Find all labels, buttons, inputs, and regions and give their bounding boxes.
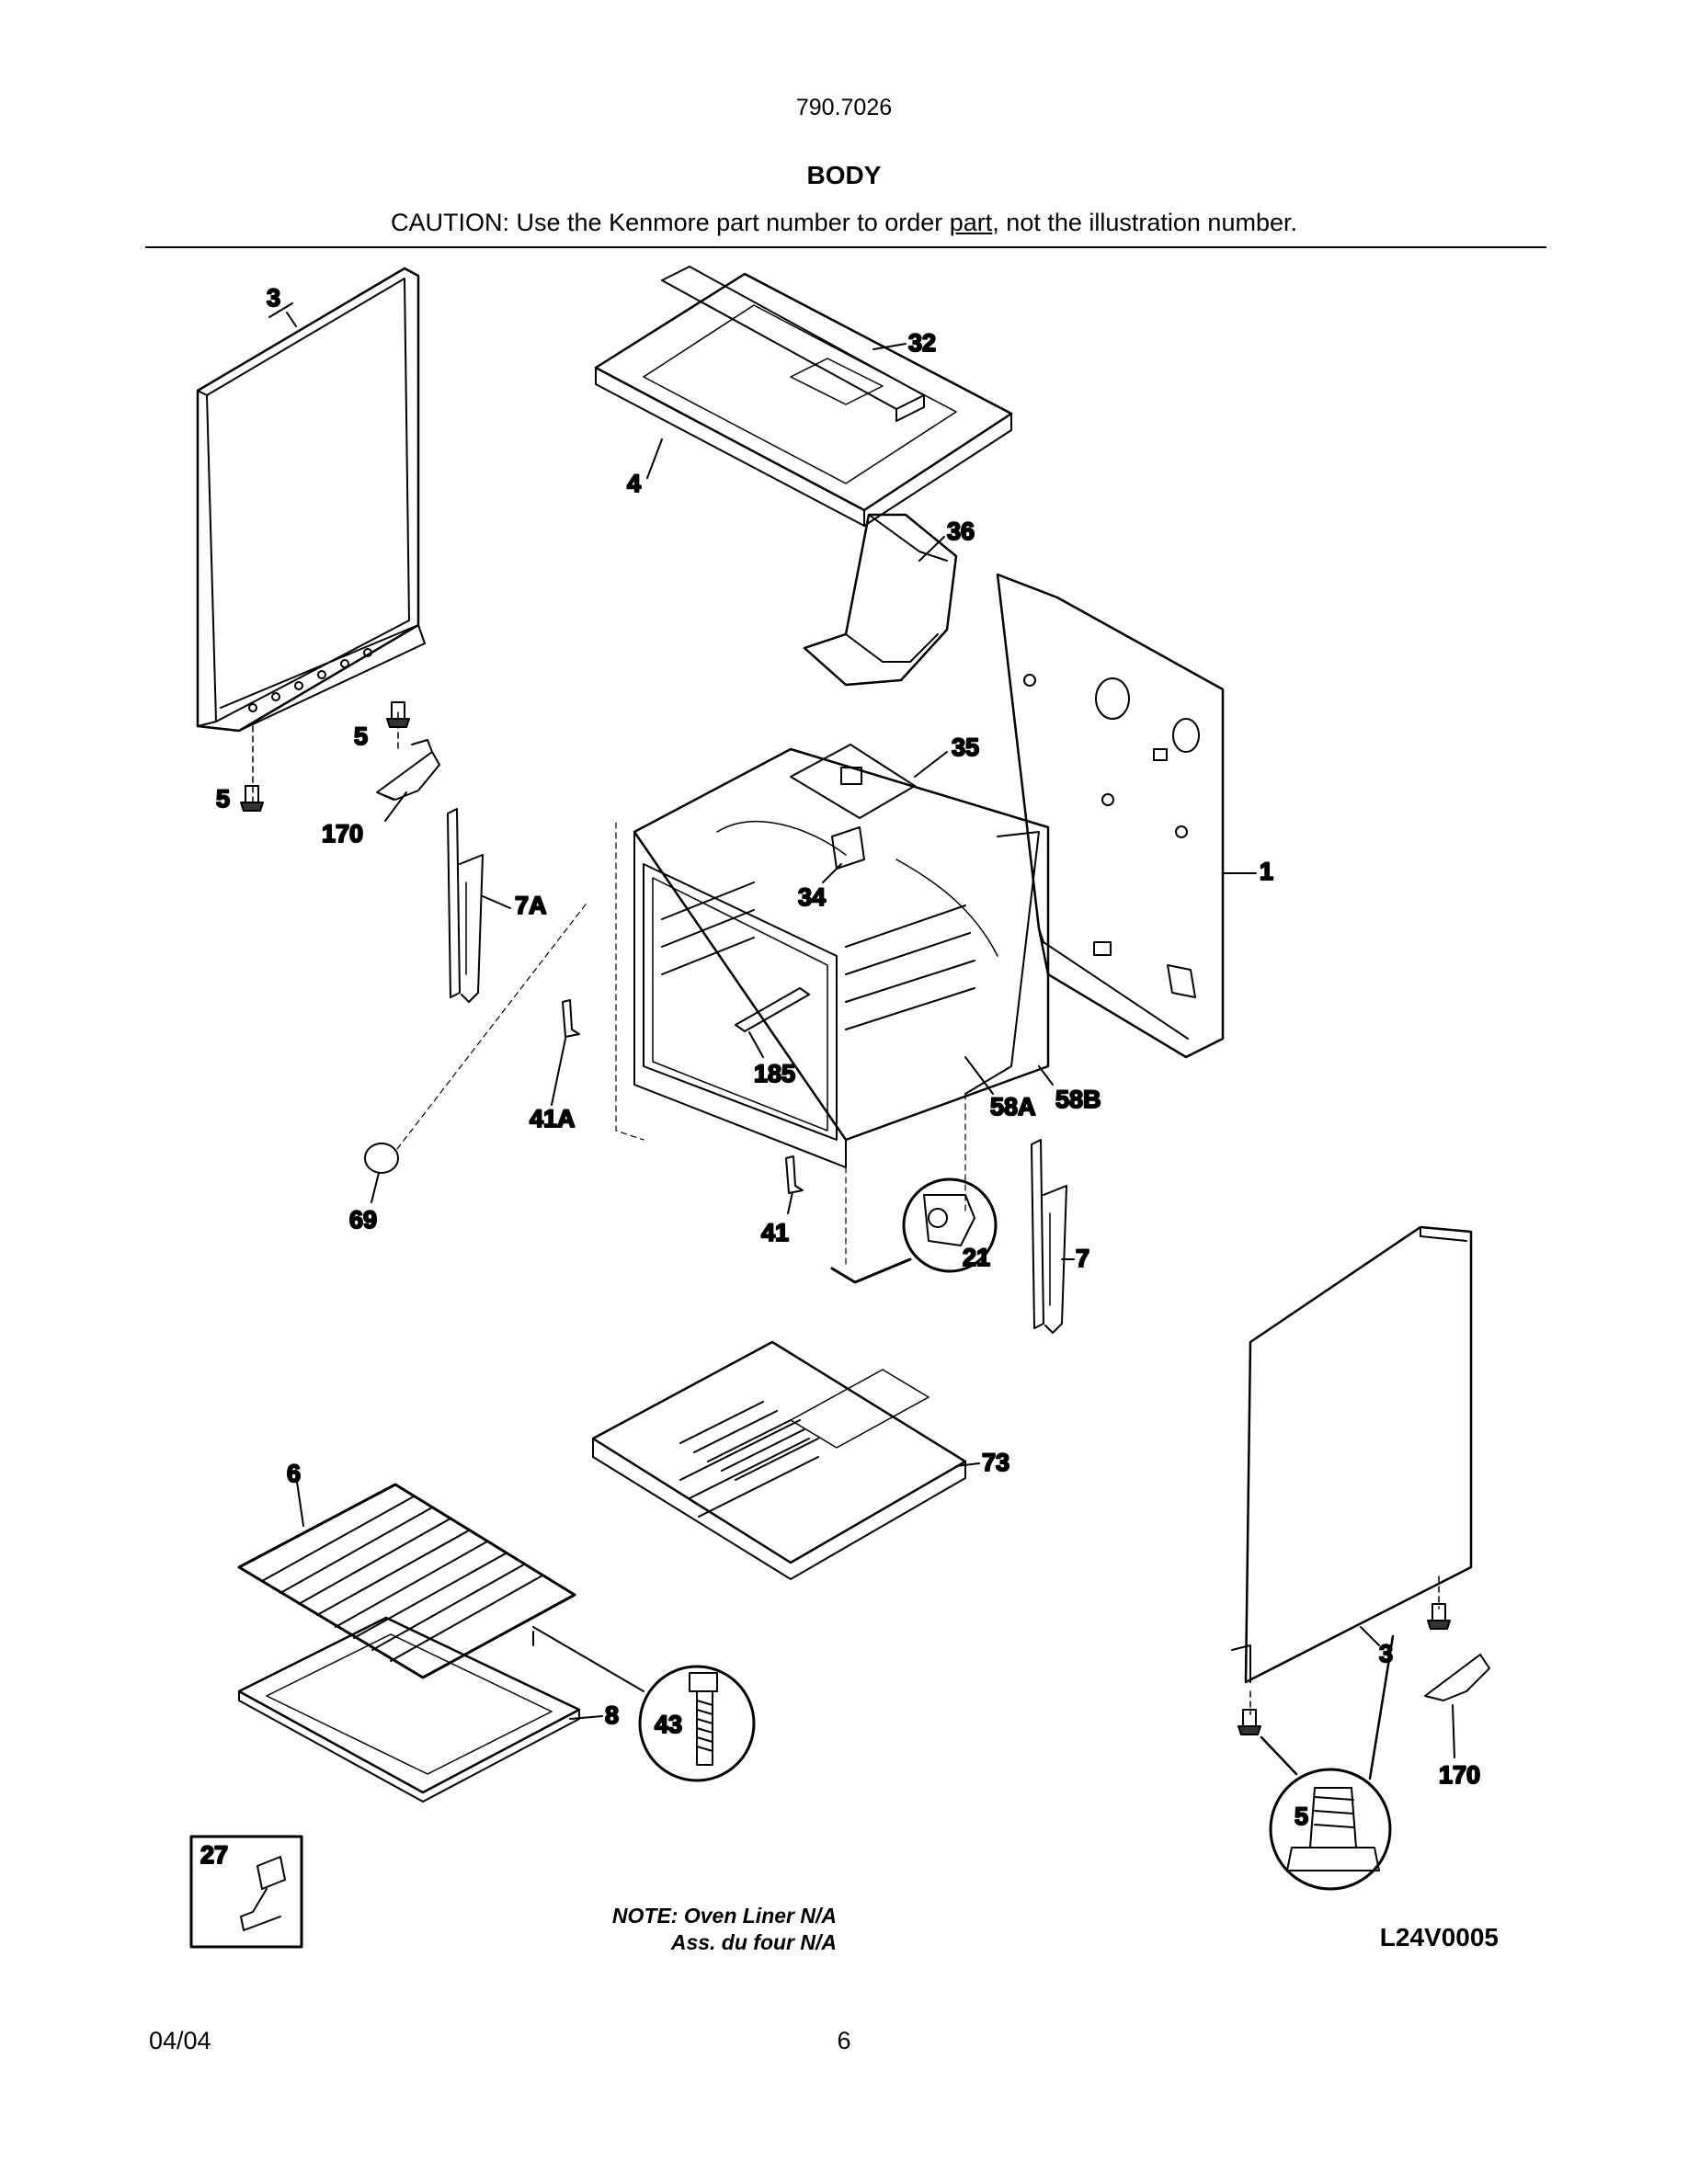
part-27-inset-box [189, 1835, 303, 1949]
oven-liner-note: NOTE: Oven Liner N/A Ass. du four N/A [552, 1903, 837, 1956]
part-32-top-brace [661, 266, 925, 422]
callout-36: 36 [947, 518, 975, 545]
callout-7: 7 [1076, 1245, 1089, 1272]
leveling-leg-left-rear [386, 701, 410, 728]
part-7A-left-hinge [447, 808, 484, 1003]
part-73-bottom-panel [591, 1340, 967, 1580]
callout-5-c: 5 [1295, 1803, 1308, 1830]
leveling-leg-right-rear [1427, 1603, 1451, 1630]
callout-170-right: 170 [1439, 1761, 1480, 1789]
caution-suffix: , not the illustration number. [992, 209, 1297, 236]
part-41A-bracket [562, 999, 580, 1038]
part-69-plug [364, 900, 589, 1174]
callout-41: 41 [761, 1219, 789, 1246]
part-6-oven-rack [237, 1483, 576, 1679]
part-8-oven-bottom [237, 1616, 581, 1803]
caution-text: CAUTION: Use the Kenmore part number to … [0, 209, 1688, 237]
part-3-right-side-panel [1231, 1225, 1473, 1715]
callout-1: 1 [1260, 858, 1273, 885]
callout-4: 4 [627, 470, 641, 497]
callout-43: 43 [655, 1711, 682, 1738]
oven-cavity [615, 747, 1050, 1269]
header-divider [145, 246, 1546, 248]
callout-3-top: 3 [267, 284, 280, 312]
callout-5-b: 5 [216, 785, 230, 813]
caution-prefix: CAUTION: Use the Kenmore part number to … [391, 209, 950, 236]
model-number: 790.7026 [795, 95, 893, 120]
part-41-bracket [785, 1155, 804, 1194]
part-35-duct-plate [790, 744, 916, 819]
callout-6: 6 [287, 1460, 301, 1487]
part-4-top-frame [594, 272, 1013, 527]
callout-73: 73 [982, 1449, 1009, 1476]
callout-27: 27 [200, 1841, 228, 1869]
part-34-sensor-bracket [831, 826, 865, 870]
callout-21: 21 [963, 1244, 990, 1271]
part-185-light-bracket [735, 987, 810, 1032]
leveling-leg-left-front [240, 785, 264, 812]
note-line-2: Ass. du four N/A [670, 1930, 837, 1954]
callout-8: 8 [605, 1701, 619, 1729]
part-170-anti-tip-bracket-right [1424, 1654, 1490, 1701]
callout-7A: 7A [515, 892, 547, 919]
callout-35: 35 [952, 734, 979, 761]
part-3-left-side-panel [196, 267, 426, 810]
callout-5-a: 5 [354, 722, 368, 750]
callout-185: 185 [754, 1060, 795, 1087]
footer-page-number: 6 [837, 2027, 851, 2054]
part-36-vent-duct [803, 513, 958, 687]
part-1-back-panel [996, 573, 1225, 1059]
callout-32: 32 [908, 329, 936, 357]
callout-34: 34 [798, 883, 826, 911]
part-170-anti-tip-bracket-left [376, 739, 440, 801]
part-7-right-hinge [1031, 1139, 1067, 1334]
caution-underlined: part [949, 209, 993, 236]
callout-170-left: 170 [322, 820, 363, 847]
callout-58B: 58B [1055, 1086, 1101, 1113]
callout-69: 69 [349, 1206, 377, 1234]
part-5-leveling-leg-detail [1260, 1634, 1395, 1891]
part-21-detail-circle [830, 1177, 998, 1284]
leader-lines [286, 312, 1455, 1758]
diagram-code: L24V0005 [1379, 1923, 1499, 1951]
footer-date: 04/04 [149, 2027, 211, 2054]
callout-58A: 58A [990, 1093, 1036, 1120]
leveling-leg-right-front [1237, 1709, 1261, 1735]
page-title: BODY [806, 161, 882, 189]
callout-41A: 41A [530, 1105, 576, 1132]
part-43-screw-detail [532, 1626, 756, 1782]
callout-3-right: 3 [1379, 1640, 1393, 1667]
note-line-1: NOTE: Oven Liner N/A [611, 1904, 837, 1928]
